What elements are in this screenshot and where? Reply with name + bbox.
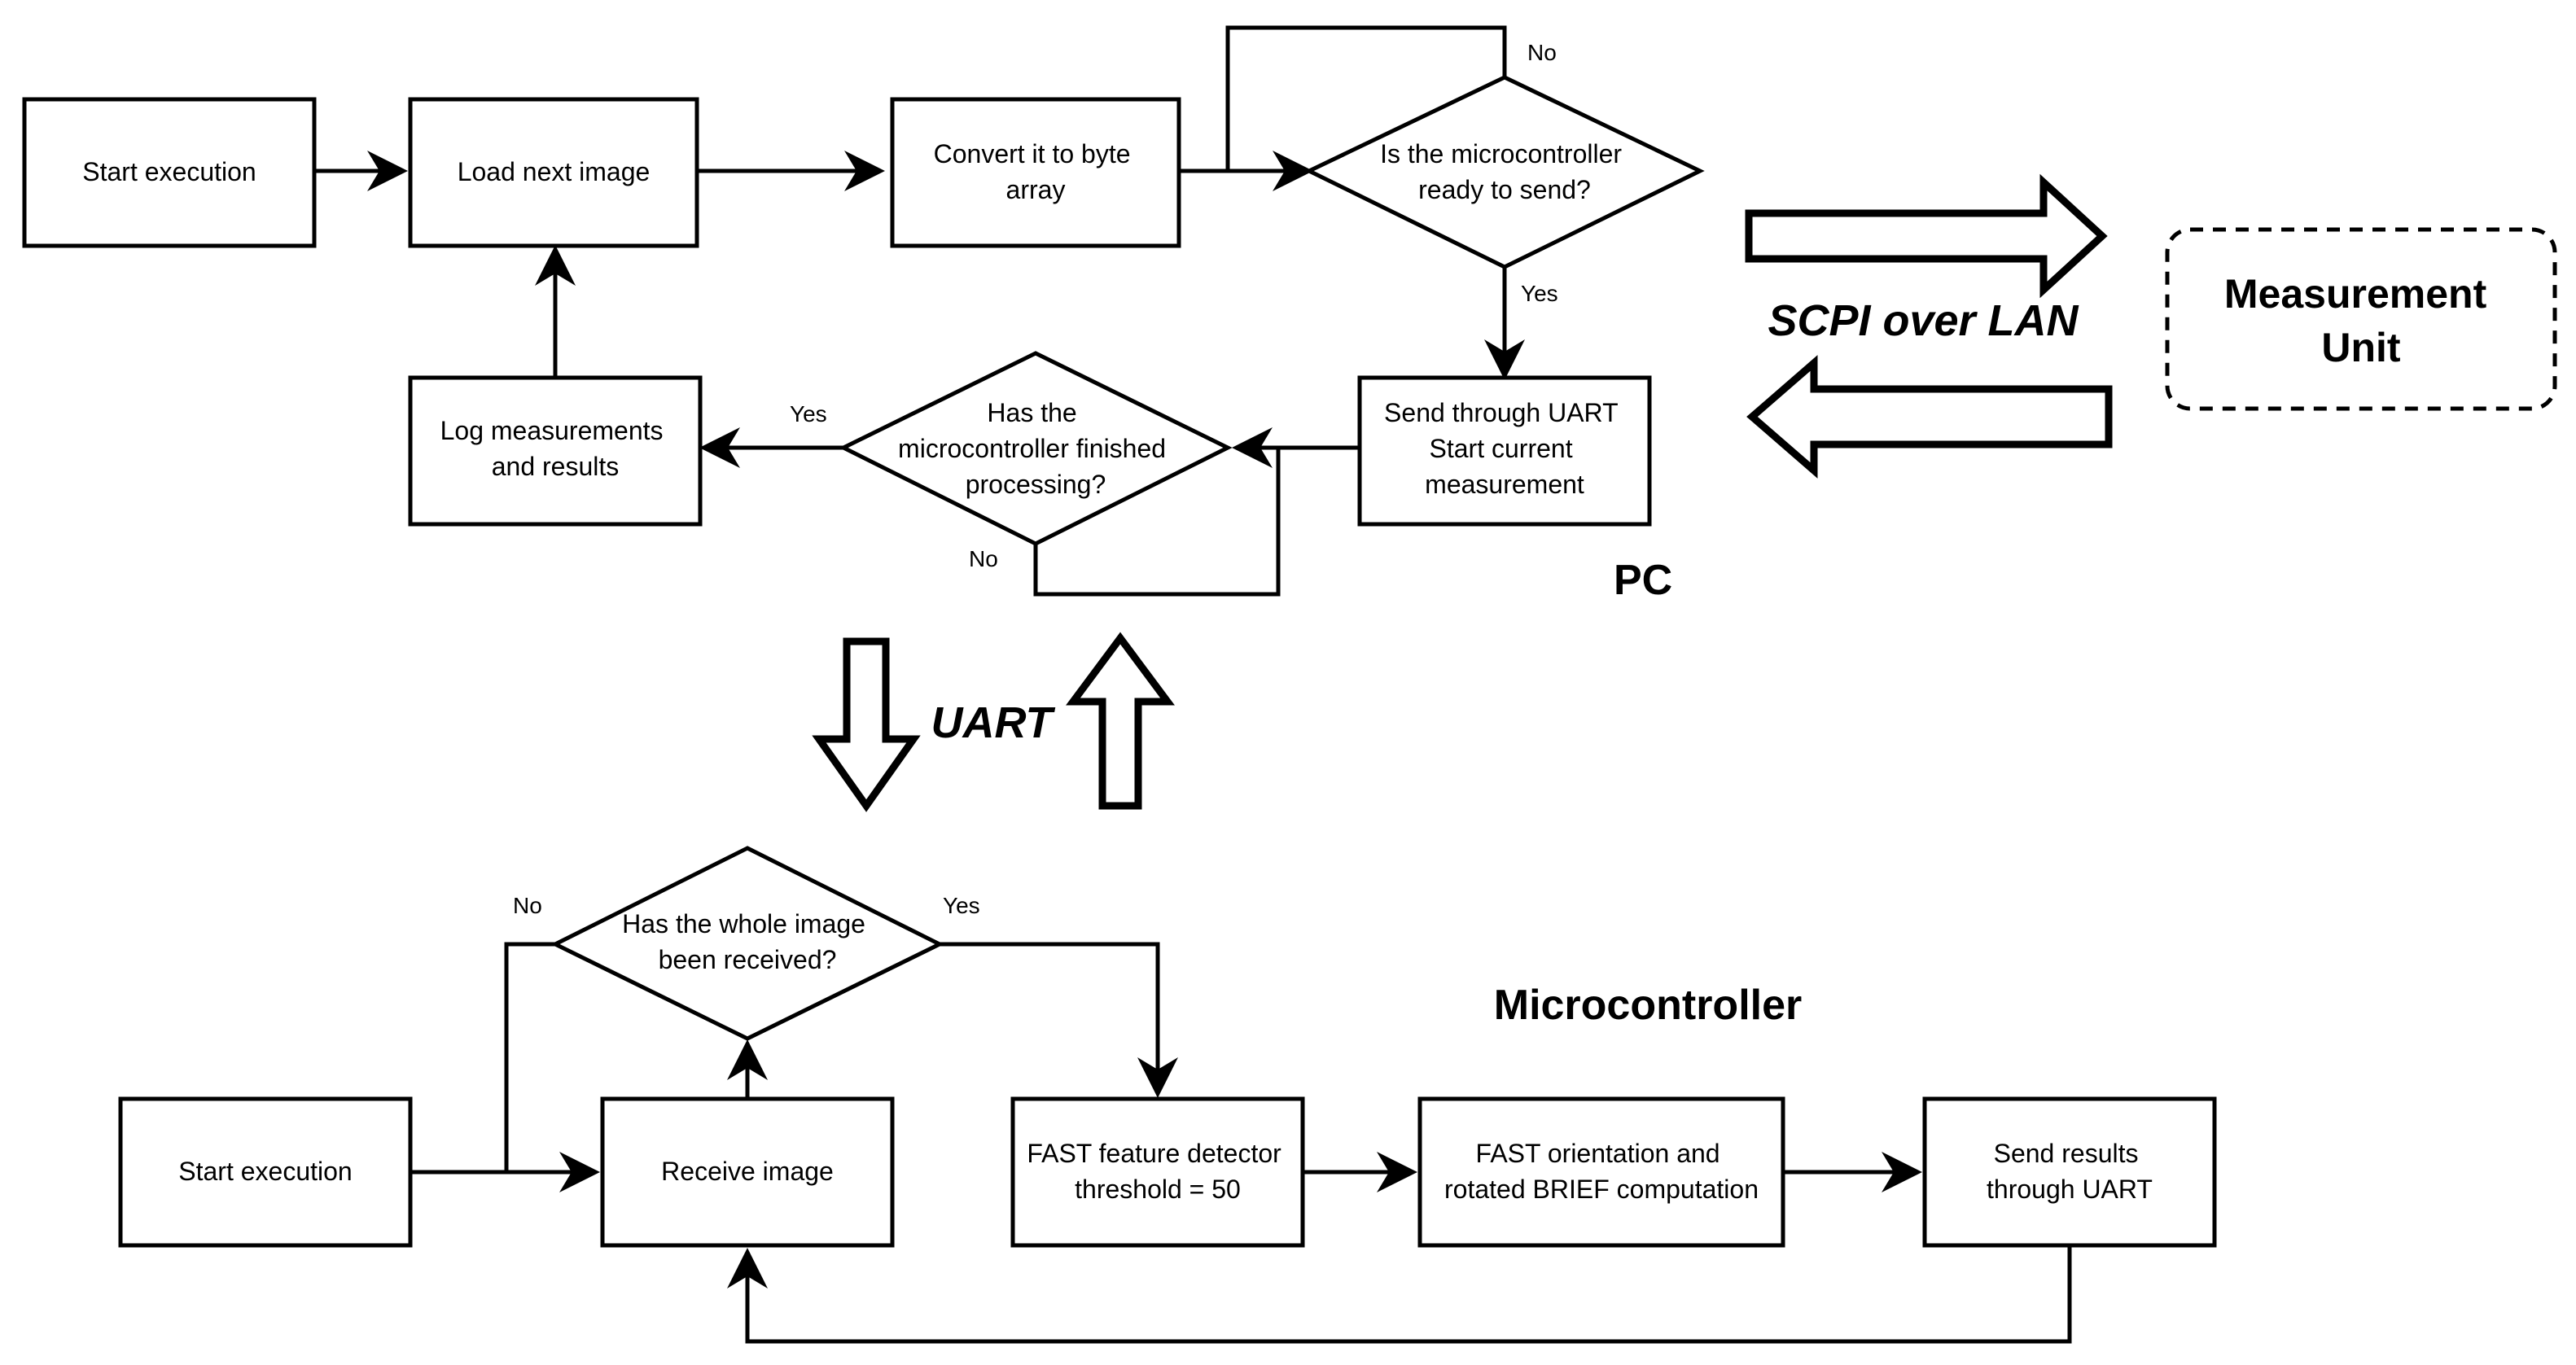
mcu-whole-yes-label: Yes [943, 893, 980, 918]
lan-link-label: SCPI over LAN [1768, 296, 2079, 345]
pc-start-box [22, 97, 317, 248]
pc-finished-yes-label: Yes [790, 401, 827, 427]
mcu-receive-text: Receive image [661, 1157, 834, 1186]
pc-load-text: Load next image [458, 157, 651, 186]
pc-log-line-2: and results [492, 452, 620, 481]
mcu-start-text: Start execution [178, 1157, 352, 1186]
mcu-start-line: Start execution [178, 1157, 352, 1186]
pc-ready-diamond [1304, 75, 1705, 269]
pc-finished-text: Has the microcontroller finished process… [898, 398, 1173, 499]
pc-finished-no-label: No [969, 546, 998, 571]
pc-convert-line-1: Convert it to byte [934, 139, 1131, 168]
pc-ready-line-2: ready to send? [1418, 175, 1591, 204]
pc-ready-no-label: No [1527, 40, 1557, 65]
measurement-unit-line-2: Unit [2321, 325, 2401, 370]
uart-arrow-down [812, 637, 921, 812]
edge-whole-yes-to-fast [940, 942, 1178, 1098]
pc-convert-line-2: array [1006, 175, 1066, 204]
pc-start-line: Start execution [82, 157, 256, 186]
edge-send-back-to-receive [727, 1245, 2072, 1344]
pc-finished-line-1: Has the [987, 398, 1076, 427]
uart-arrow-up [1066, 632, 1175, 810]
pc-finished-line-3: processing? [966, 470, 1106, 499]
uart-link-label: UART [931, 698, 1055, 747]
mcu-fast-line-1: FAST feature detector [1027, 1139, 1281, 1168]
lan-arrow-right [1745, 173, 2108, 299]
pc-convert-box [890, 97, 1181, 248]
mcu-fast-line-2: threshold = 50 [1075, 1175, 1241, 1204]
pc-ready-line-1: Is the microcontroller [1380, 139, 1622, 168]
edge-finished-no-loop [1033, 448, 1281, 597]
mcu-whole-line-1: Has the whole image [622, 909, 865, 938]
mcu-orient-box [1417, 1096, 1785, 1248]
pc-ready-text: Is the microcontroller ready to send? [1380, 139, 1629, 204]
lan-arrow-left [1746, 355, 2113, 479]
measurement-unit-box [2165, 227, 2557, 411]
pc-load-box [408, 97, 699, 248]
mcu-whole-line-2: been received? [659, 945, 837, 974]
pc-finished-diamond [839, 351, 1233, 546]
pc-convert-text: Convert it to byte array [934, 139, 1138, 204]
pc-send-text: Send through UART Start current measurem… [1384, 398, 1625, 499]
mcu-receive-line: Receive image [661, 1157, 834, 1186]
pc-section-label: PC [1614, 557, 1672, 604]
mcu-orient-line-2: rotated BRIEF computation [1444, 1175, 1759, 1204]
edge-ready-no-loop [1225, 25, 1507, 171]
pc-send-line-1: Send through UART [1384, 398, 1618, 427]
mcu-send-line-2: through UART [1987, 1175, 2153, 1204]
mcu-whole-no-label: No [513, 893, 542, 918]
pc-finished-line-2: microcontroller finished [898, 434, 1166, 463]
pc-log-text: Log measurements and results [440, 416, 671, 481]
measurement-unit-line-1: Measurement [2224, 271, 2487, 317]
mcu-whole-text: Has the whole image been received? [622, 909, 873, 974]
pc-log-line-1: Log measurements [440, 416, 664, 445]
pc-log-box [408, 375, 703, 527]
edge-whole-no-loop [504, 942, 555, 1172]
mcu-section-label: Microcontroller [1494, 982, 1803, 1029]
mcu-send-line-1: Send results [1994, 1139, 2139, 1168]
pc-load-line: Load next image [458, 157, 651, 186]
mcu-whole-diamond [550, 846, 944, 1041]
mcu-fast-box [1010, 1096, 1305, 1248]
mcu-orient-text: FAST orientation and rotated BRIEF compu… [1444, 1139, 1759, 1204]
measurement-unit-text: Measurement Unit [2224, 271, 2498, 370]
pc-send-line-3: measurement [1425, 470, 1584, 499]
mcu-fast-text: FAST feature detector threshold = 50 [1027, 1139, 1288, 1204]
mcu-send-text: Send results through UART [1987, 1139, 2153, 1204]
mcu-receive-box [600, 1096, 895, 1248]
pc-send-line-2: Start current [1430, 434, 1573, 463]
pc-ready-yes-label: Yes [1521, 281, 1558, 306]
mcu-start-box [118, 1096, 413, 1248]
mcu-send-box [1922, 1096, 2217, 1248]
mcu-orient-line-1: FAST orientation and [1476, 1139, 1720, 1168]
pc-send-box [1357, 375, 1652, 527]
pc-start-text: Start execution [82, 157, 256, 186]
